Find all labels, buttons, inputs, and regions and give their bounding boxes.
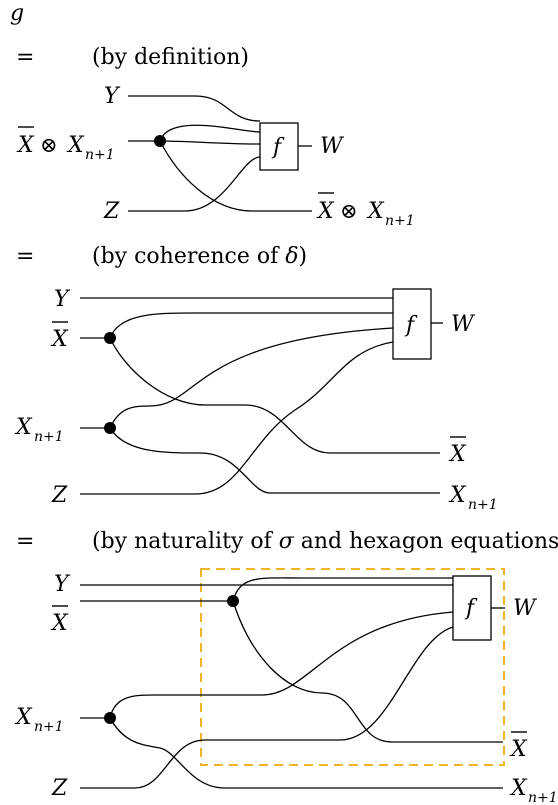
step-2-output-xn: X bbox=[448, 483, 467, 508]
step-2-justification-pre: (by coherence of bbox=[92, 244, 285, 269]
step-3-output-w: W bbox=[513, 596, 538, 621]
step-2-input-z: Z bbox=[51, 483, 68, 508]
step-3-wire-xbar-out bbox=[232, 600, 503, 743]
step-3-wire-z bbox=[80, 626, 454, 789]
step-1-input-z: Z bbox=[103, 199, 120, 224]
step-3-copy-node-xn bbox=[104, 712, 116, 724]
step-2-input-xn-sub: n+1 bbox=[34, 429, 64, 445]
step-3-justification-sigma: σ bbox=[279, 529, 295, 554]
step-2-wire-xn-to-f bbox=[109, 327, 394, 429]
step-3-output-xn: X bbox=[509, 776, 528, 801]
step-1-wire-xn-to-f bbox=[159, 140, 261, 145]
step-2-wire-z bbox=[80, 341, 394, 495]
step-3-justification-post: and hexagon equations) bbox=[294, 529, 558, 554]
step-3-output-xbar: X bbox=[509, 737, 528, 762]
step-1-input-y: Y bbox=[104, 84, 121, 109]
step-3-copy-node-xbar bbox=[227, 595, 239, 607]
step-2-input-y: Y bbox=[54, 287, 71, 312]
step-2-wire-xbar-to-f bbox=[109, 312, 393, 339]
step-1-wire-z bbox=[128, 156, 261, 212]
step-3-output-xn-sub: n+1 bbox=[528, 790, 558, 805]
step-2-copy-node-xbar bbox=[104, 332, 116, 344]
step-2-justification-delta: δ bbox=[285, 244, 298, 269]
step-3: = (by naturality of σ and hexagon equati… bbox=[14, 529, 558, 805]
step-2-justification: (by coherence of δ) bbox=[92, 244, 307, 269]
step-1-output-tensor: ⊗ bbox=[340, 199, 358, 223]
step-2-wire-xbar-out bbox=[109, 337, 440, 454]
step-1-justification: (by definition) bbox=[92, 45, 249, 70]
step-3-box-f bbox=[452, 575, 492, 641]
step-3-wire-xbar-to-f bbox=[232, 577, 453, 602]
step-3-wire-xn-out bbox=[109, 717, 503, 789]
step-1-input-tensor: ⊗ bbox=[40, 133, 58, 157]
step-1: = (by definition) Y X ⊗ X n+1 Z f W X ⊗ … bbox=[16, 45, 415, 229]
step-2-output-xn-sub: n+1 bbox=[468, 497, 498, 513]
step-2: = (by coherence of δ) Y X X n+1 Z f W X … bbox=[14, 244, 498, 513]
step-1-wire-y bbox=[128, 95, 261, 122]
step-2-copy-node-xn bbox=[104, 422, 116, 434]
step-3-wire-xn-to-f bbox=[109, 611, 454, 719]
step-2-input-xn: X bbox=[14, 415, 33, 440]
step-3-highlight-region bbox=[200, 568, 505, 766]
step-3-input-xbar: X bbox=[50, 611, 69, 636]
step-1-wire-out-tensor bbox=[159, 140, 312, 212]
step-1-copy-node bbox=[154, 135, 166, 147]
step-3-input-y: Y bbox=[54, 572, 71, 597]
step-3-input-xn: X bbox=[14, 705, 33, 730]
step-3-equals: = bbox=[16, 529, 34, 554]
step-2-wire-xn-out bbox=[109, 427, 440, 494]
step-1-box-f bbox=[259, 122, 299, 171]
step-2-equals: = bbox=[16, 244, 34, 269]
step-2-box-f bbox=[392, 288, 432, 360]
step-1-input-xn-sub: n+1 bbox=[85, 147, 115, 163]
step-1-wire-xbar-to-f bbox=[159, 124, 261, 142]
step-1-output-xn-sub: n+1 bbox=[385, 213, 415, 229]
function-g-label: g bbox=[10, 1, 24, 26]
step-3-justification: (by naturality of σ and hexagon equation… bbox=[92, 529, 558, 554]
step-1-input-xbar: X bbox=[16, 133, 35, 158]
step-1-output-w: W bbox=[320, 134, 345, 159]
step-1-output-xbar: X bbox=[316, 199, 335, 224]
step-1-equals: = bbox=[16, 45, 34, 70]
step-2-input-xbar: X bbox=[50, 327, 69, 352]
step-3-input-xn-sub: n+1 bbox=[34, 719, 64, 735]
step-1-input-xn: X bbox=[66, 133, 85, 158]
step-3-justification-pre: (by naturality of bbox=[92, 529, 279, 554]
step-3-input-z: Z bbox=[51, 776, 68, 801]
step-2-output-w: W bbox=[451, 312, 476, 337]
step-2-justification-post: ) bbox=[299, 244, 308, 269]
step-1-output-xn: X bbox=[366, 199, 385, 224]
step-2-output-xbar: X bbox=[448, 442, 467, 467]
